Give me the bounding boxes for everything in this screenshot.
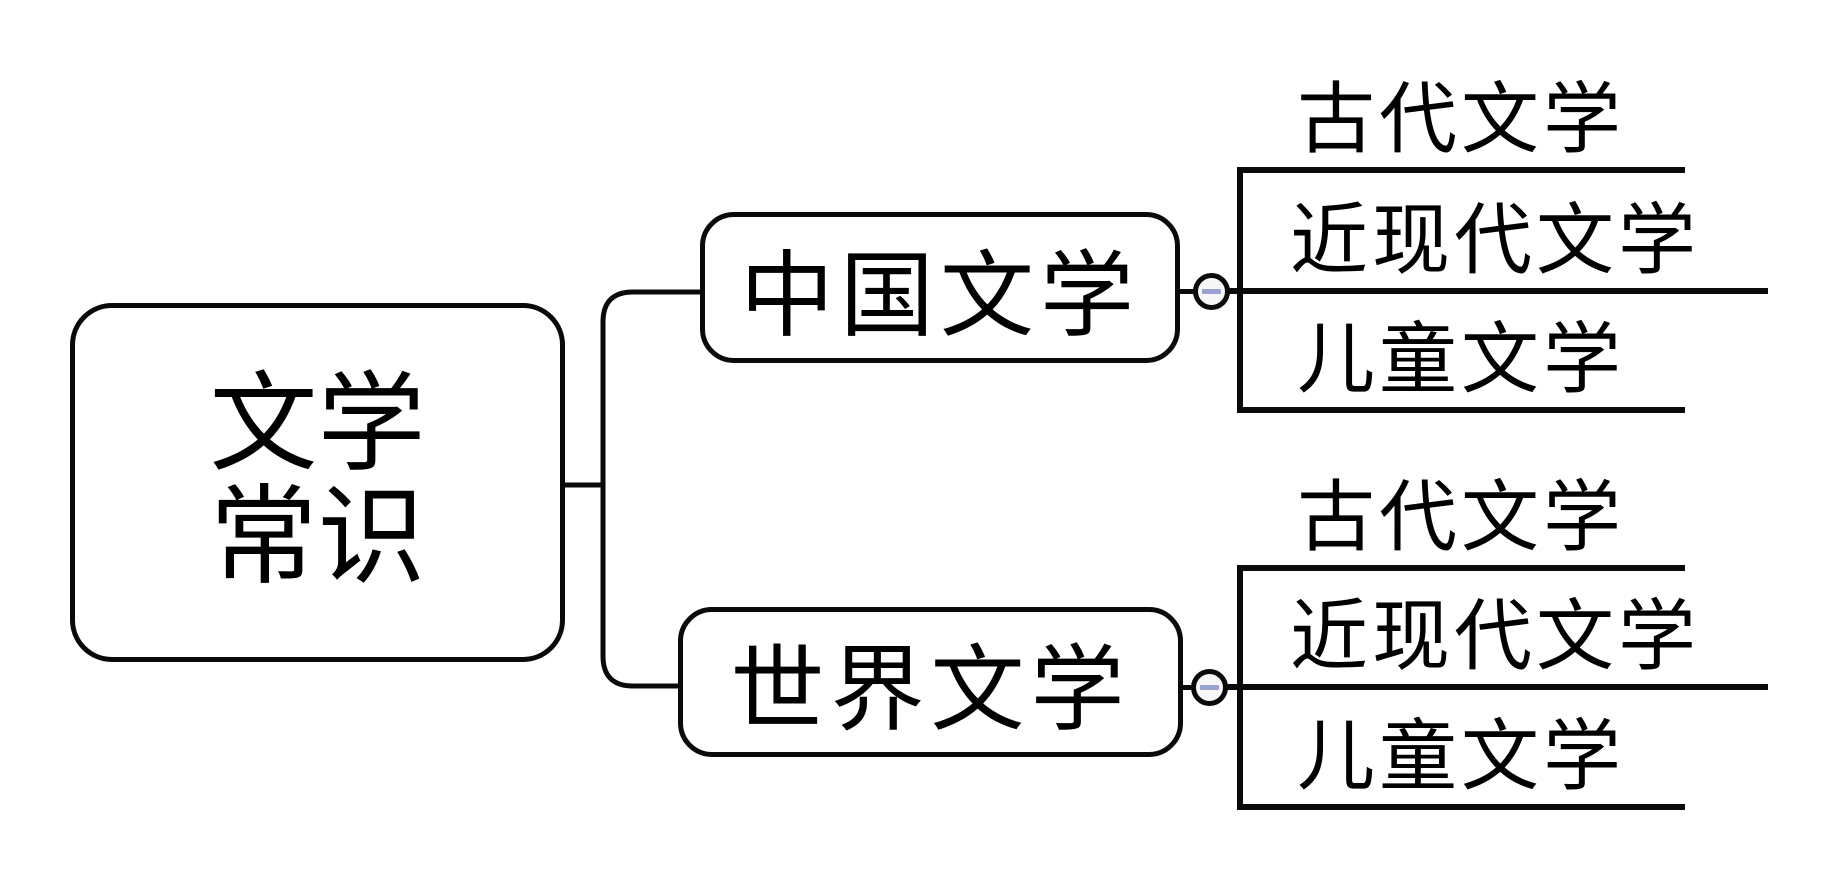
branch-topic-label: 中国文学 <box>739 244 1140 349</box>
leaf-topic-label: 儿童文学 <box>1296 316 1625 403</box>
branch-topic-china-literature[interactable]: 中国文学 <box>700 212 1180 363</box>
collapse-button-branch1[interactable] <box>1193 273 1230 310</box>
root-topic[interactable]: 文学 常识 <box>70 303 565 662</box>
leaf-topic[interactable]: 近现代文学 <box>1222 190 1768 294</box>
minus-icon <box>1202 289 1221 294</box>
leaf-topic-label: 古代文学 <box>1296 76 1625 163</box>
connector-root-to-branch1 <box>600 289 702 487</box>
minus-icon <box>1200 685 1219 690</box>
collapse-button-branch2[interactable] <box>1191 669 1228 706</box>
root-topic-label: 文学 常识 <box>209 366 426 598</box>
branch-topic-label: 世界文学 <box>730 639 1131 743</box>
leaf-topic-label: 古代文学 <box>1296 474 1625 561</box>
branch-topic-world-literature[interactable]: 世界文学 <box>678 607 1183 757</box>
leaf-topic[interactable]: 古代文学 <box>1237 69 1685 173</box>
leaf-topic[interactable]: 近现代文学 <box>1222 586 1768 690</box>
leaf-topic[interactable]: 儿童文学 <box>1237 706 1685 810</box>
connector-root-to-branch2 <box>600 483 680 689</box>
leaf-topic[interactable]: 儿童文学 <box>1237 309 1685 413</box>
leaf-topic-label: 近现代文学 <box>1289 593 1700 680</box>
leaf-topic-label: 近现代文学 <box>1289 197 1700 284</box>
leaf-topic-label: 儿童文学 <box>1296 713 1625 800</box>
leaf-topic[interactable]: 古代文学 <box>1237 467 1685 571</box>
